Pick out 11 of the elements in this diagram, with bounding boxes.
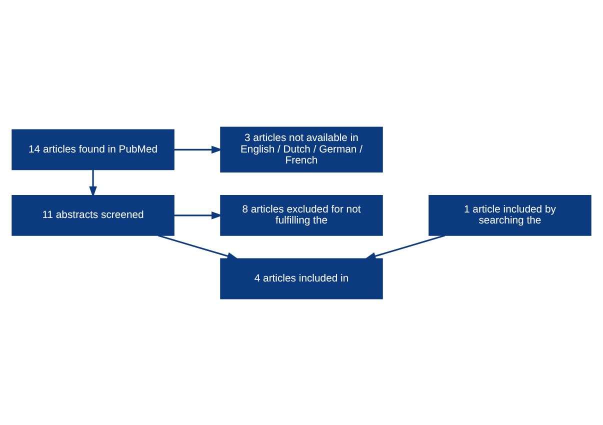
arrow [174, 145, 223, 154]
node-box: 4 articles included in [220, 258, 383, 299]
node-box: 14 articles found in PubMed [12, 128, 174, 170]
arrow [89, 169, 97, 198]
node-box: 11 abstracts screened [12, 194, 174, 236]
node-box: 3 articles not available in English / Dutch / German / French [220, 126, 383, 172]
node-box: 8 articles excluded for not fulfilling the [220, 194, 383, 236]
arrow [364, 234, 446, 260]
arrow [174, 210, 223, 219]
arrow [158, 234, 238, 260]
node-box: 1 article included by searching the [428, 194, 592, 236]
